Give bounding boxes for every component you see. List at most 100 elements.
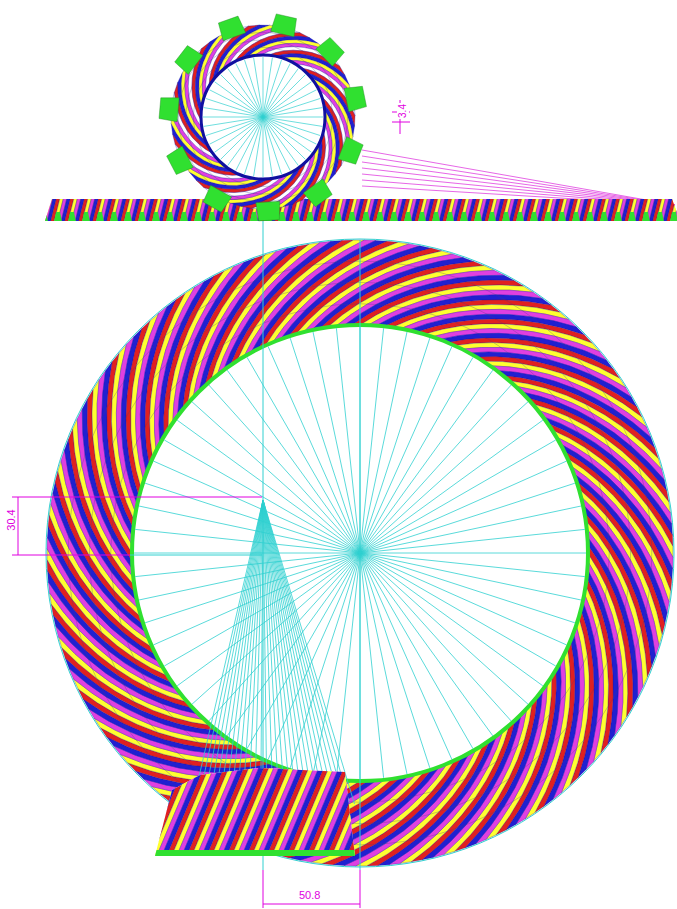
cone-line (256, 500, 264, 772)
tooth-tip (362, 212, 370, 222)
tooth-tip (628, 212, 636, 222)
spoke-line (360, 553, 585, 577)
spoke-line (360, 347, 452, 554)
spoke-line (263, 117, 305, 159)
cone-line (263, 500, 349, 802)
spoke-line (263, 117, 320, 136)
tooth-tip (54, 212, 62, 222)
tooth-tip (502, 212, 510, 222)
cone-line (245, 500, 264, 776)
spoke-line (268, 347, 360, 554)
tooth-tip (390, 212, 398, 222)
pinion-mesh (110, 765, 450, 860)
spoke-line (209, 385, 360, 553)
spoke-line (360, 553, 575, 623)
gear-profile-strip (40, 195, 677, 225)
tooth-tip (180, 212, 188, 222)
tooth-band (345, 765, 390, 860)
spoke-line (268, 553, 360, 760)
pinion-bore (201, 55, 325, 179)
spoke-line (360, 328, 384, 553)
spoke-line (263, 108, 322, 117)
tooth-tip (516, 212, 524, 222)
tooth-band (335, 765, 380, 860)
dimension-lines (12, 100, 410, 908)
tooth-tip (306, 212, 314, 222)
tooth-tip (138, 212, 146, 222)
tooth-tip (446, 212, 454, 222)
tooth-tip (418, 212, 426, 222)
cone-line (195, 500, 263, 794)
spoke-line (360, 461, 567, 553)
spoke-line (360, 332, 407, 553)
dimension-value: 50.8 (298, 889, 321, 901)
spoke-line (215, 82, 264, 117)
tooth-tip (348, 212, 356, 222)
tooth-band (588, 545, 633, 717)
spoke-line (263, 117, 298, 166)
tooth-band (390, 765, 435, 860)
spoke-line (313, 332, 360, 553)
cone-line (263, 500, 355, 804)
spoke-line (313, 553, 360, 774)
spoke-line (204, 117, 263, 126)
tooth-tip (460, 212, 468, 222)
tooth-band (115, 765, 160, 860)
spoke-line (360, 506, 581, 553)
spoke-line (210, 90, 264, 117)
spoke-line (263, 60, 282, 117)
spoke-line (227, 370, 360, 553)
spoke-line (245, 117, 264, 174)
spoke-line (360, 440, 556, 553)
tooth-tip (256, 201, 280, 221)
spoke-line (263, 57, 264, 117)
tooth-tip (167, 146, 194, 174)
cone-line (261, 500, 263, 770)
tooth-tip (572, 212, 580, 222)
pitch-line (179, 33, 348, 202)
tooth-band (380, 765, 425, 860)
dimension-value: 3.4 (397, 103, 409, 119)
tooth-tip (474, 212, 482, 222)
spoke-line (360, 553, 543, 686)
spoke-line (263, 75, 305, 117)
spoke-line (203, 117, 263, 118)
tooth-tip (334, 212, 342, 222)
tooth-band (355, 765, 400, 860)
spoke-line (263, 69, 298, 118)
spoke-line (360, 402, 528, 553)
cone-line (263, 500, 316, 790)
spoke-line (360, 553, 586, 554)
tooth-tip (558, 212, 566, 222)
spoke-line (236, 117, 263, 171)
cone-line (201, 500, 264, 792)
tooth-tip (124, 212, 132, 222)
tooth-band (405, 765, 450, 860)
projection-line (362, 156, 675, 205)
spoke-line (228, 69, 263, 118)
projection-line (362, 150, 675, 205)
spoke-line (360, 553, 452, 760)
tooth-tip (600, 212, 608, 222)
tooth-tip (642, 212, 650, 222)
spoke-line (336, 328, 360, 553)
cone-line (263, 500, 311, 788)
dimension-value: 30.4 (5, 508, 17, 531)
spoke-line (360, 553, 407, 774)
spoke-line (360, 553, 473, 749)
spoke-line (263, 99, 320, 118)
cone-line (212, 500, 264, 788)
cone-line (223, 500, 264, 784)
tooth-tip (670, 212, 677, 222)
tooth-tip (530, 212, 538, 222)
cone-line (263, 500, 344, 800)
tooth-tip (614, 212, 622, 222)
spoke-line (263, 117, 323, 118)
spoke-line (263, 117, 282, 174)
spoke-line (360, 553, 430, 768)
spoke-line (360, 338, 430, 553)
tooth-band (400, 765, 445, 860)
tooth-tip (82, 212, 90, 222)
tooth-tip (203, 185, 232, 212)
tooth-tip (222, 212, 230, 222)
